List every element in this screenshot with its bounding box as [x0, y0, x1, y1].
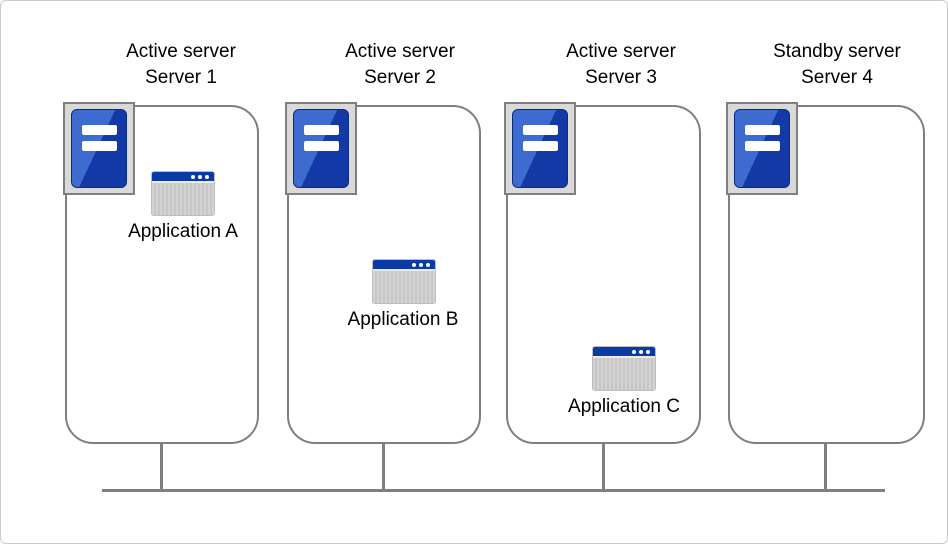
titlebar-dot: [198, 174, 202, 179]
server-1-role-label: Active server: [126, 41, 236, 62]
titlebar-dot: [639, 349, 643, 354]
titlebar-dot: [426, 262, 430, 267]
titlebar-dot: [191, 174, 195, 179]
server-tower-icon: [63, 102, 135, 195]
server-3-header: Active server Server 3: [511, 39, 731, 91]
server-drive-slot: [745, 141, 780, 151]
server-4-header: Standby server Server 4: [727, 39, 947, 91]
titlebar-dot: [419, 262, 423, 267]
server-drive-slot: [82, 125, 117, 135]
server-2-role-label: Active server: [345, 41, 455, 62]
server-3-name-label: Server 3: [585, 67, 657, 88]
app-window-icon: [592, 346, 656, 391]
titlebar-dot: [412, 262, 416, 267]
server-drive-slot: [304, 141, 339, 151]
server-3-network-connector: [602, 442, 605, 492]
app-window-titlebar: [593, 347, 655, 356]
application-c-label: Application C: [568, 396, 680, 417]
server-drive-slot: [523, 125, 558, 135]
server-tower-body: [293, 109, 349, 188]
titlebar-dot: [632, 349, 636, 354]
titlebar-dot: [646, 349, 650, 354]
server-1-name-label: Server 1: [145, 67, 217, 88]
server-2-name-label: Server 2: [364, 67, 436, 88]
server-tower-body: [734, 109, 790, 188]
server-drive-slot: [745, 125, 780, 135]
app-window-toolbar: [152, 181, 214, 183]
app-window-toolbar: [373, 269, 435, 271]
app-window-icon: [372, 259, 436, 304]
server-drive-slot: [523, 141, 558, 151]
server-drive-slot: [82, 141, 117, 151]
server-3-role-label: Active server: [566, 41, 676, 62]
titlebar-dot: [205, 174, 209, 179]
server-tower-body: [71, 109, 127, 188]
network-bus-line: [102, 489, 885, 492]
server-1-header: Active server Server 1: [71, 39, 291, 91]
server-2-network-connector: [382, 442, 385, 492]
server-1-network-connector: [160, 442, 163, 492]
server-4-name-label: Server 4: [801, 67, 873, 88]
app-window-toolbar: [593, 356, 655, 358]
server-4-network-connector: [824, 442, 827, 492]
app-window-titlebar: [152, 172, 214, 181]
app-window-icon: [151, 171, 215, 216]
server-tower-icon: [726, 102, 798, 195]
server-tower-body: [512, 109, 568, 188]
application-b-label: Application B: [347, 309, 459, 330]
server-2-header: Active server Server 2: [290, 39, 510, 91]
server-drive-slot: [304, 125, 339, 135]
app-window-titlebar: [373, 260, 435, 269]
server-tower-icon: [285, 102, 357, 195]
server-4-role-label: Standby server: [773, 41, 901, 62]
application-a-label: Application A: [128, 221, 238, 242]
server-tower-icon: [504, 102, 576, 195]
